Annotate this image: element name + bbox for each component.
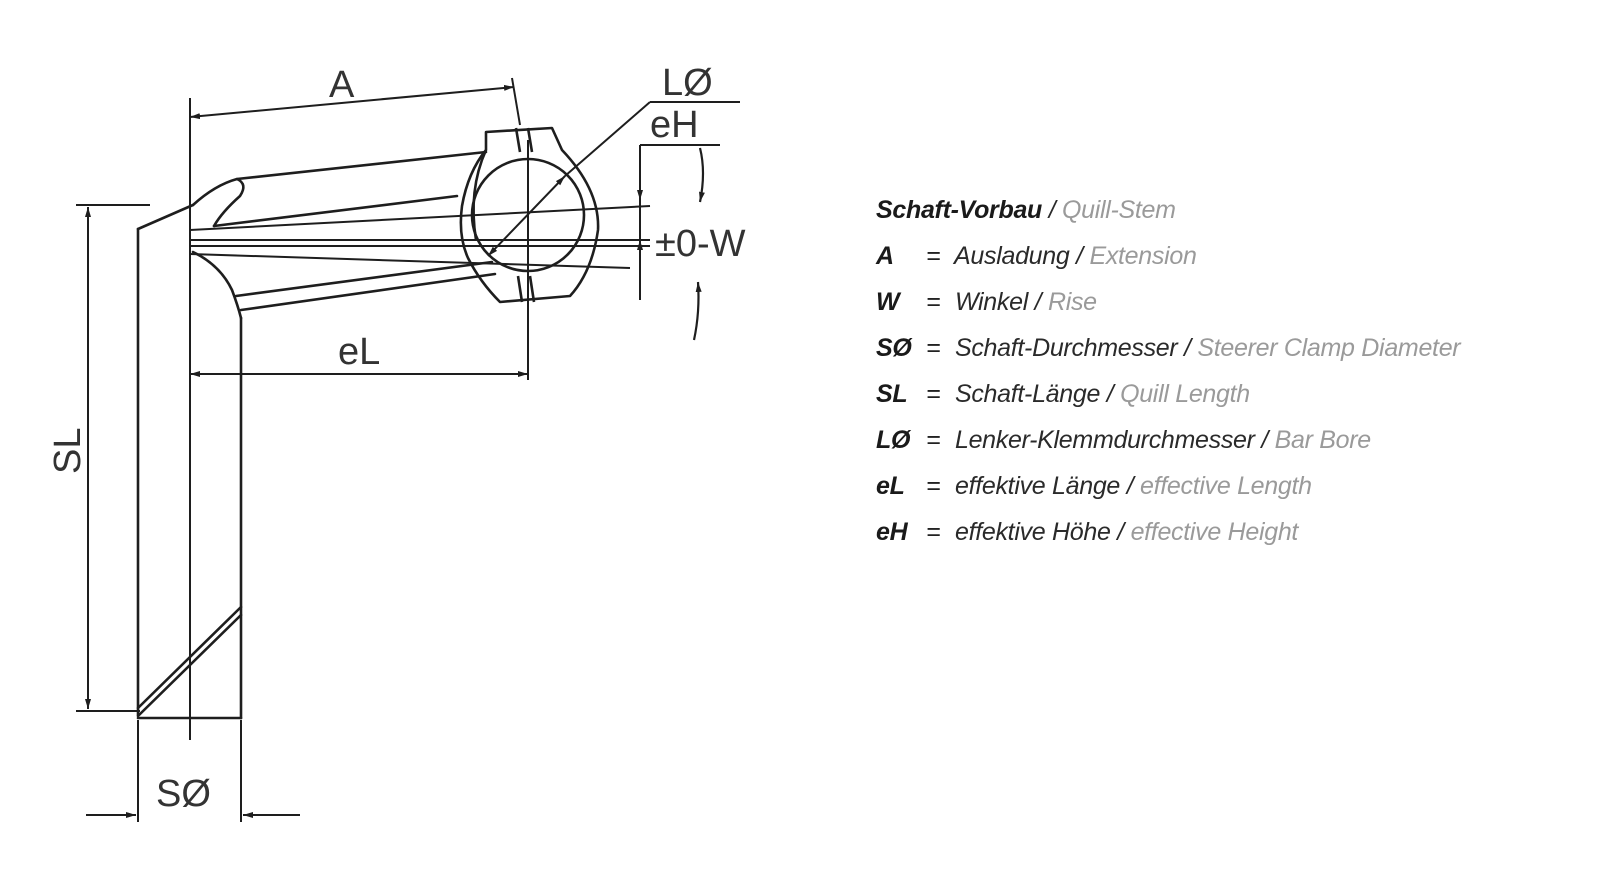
legend-key: LØ xyxy=(876,426,911,454)
legend-eq: = xyxy=(926,518,941,546)
label-rise: ±0-W xyxy=(655,223,746,265)
legend-row-A: A = Ausladung / Extension xyxy=(876,233,1596,279)
legend-key: A xyxy=(876,242,894,270)
legend-sep: / xyxy=(1184,334,1191,362)
legend-title-de: Schaft-Vorbau xyxy=(876,196,1043,224)
legend-row-steerer-diameter: SØ = Schaft-Durchmesser / Steerer Clamp D… xyxy=(876,325,1596,371)
label-steerer-diameter: SØ xyxy=(156,773,211,815)
legend-key: SL xyxy=(876,380,908,408)
legend-row-eL: eL = effektive Länge / effective Length xyxy=(876,463,1596,509)
legend-title-en: Quill-Stem xyxy=(1062,196,1176,224)
legend-de: effektive Länge xyxy=(954,472,1121,500)
bore-diameter-line xyxy=(487,175,566,257)
legend-sep: / xyxy=(1076,242,1083,270)
dimension-A xyxy=(189,77,521,160)
legend-row-eH: eH = effektive Höhe / effective Height xyxy=(876,509,1596,555)
legend-sep: / xyxy=(1126,472,1134,500)
dimension-bar-bore xyxy=(564,101,740,177)
legend-de: Lenker-Klemmdurchmesser xyxy=(954,426,1255,454)
legend-eq: = xyxy=(926,380,941,408)
legend-row-bar-bore: LØ = Lenker-Klemmdurchmesser / Bar Bore xyxy=(876,417,1596,463)
legend-de: effektive Höhe xyxy=(954,518,1111,546)
legend-de: Schaft-Länge xyxy=(954,380,1101,408)
legend-sep: / xyxy=(1261,426,1268,454)
legend-de: Ausladung xyxy=(954,242,1070,270)
legend-en: Bar Bore xyxy=(1274,426,1372,454)
quill-stem-technical-drawing: A LØ eH ±0-W eL SL SØ xyxy=(47,62,746,822)
neck-center-lines xyxy=(189,205,651,269)
label-bar-bore: LØ xyxy=(662,62,713,104)
legend-key: eH xyxy=(876,518,908,546)
legend-de: Winkel xyxy=(954,288,1028,316)
legend-de: Schaft-Durchmesser xyxy=(954,334,1178,362)
label-A: A xyxy=(329,64,355,106)
legend-eq: = xyxy=(926,472,941,500)
legend-title-sep: / xyxy=(1048,196,1056,224)
legend-eq: = xyxy=(926,426,941,454)
legend-eq: = xyxy=(926,288,941,316)
legend-key: W xyxy=(876,288,900,316)
legend-row-W: W = Winkel / Rise xyxy=(876,279,1596,325)
label-eH: eH xyxy=(650,104,699,146)
legend-sep: / xyxy=(1106,380,1114,408)
label-SL: SL xyxy=(47,428,89,474)
legend-en: Extension xyxy=(1089,242,1197,270)
legend-key: eL xyxy=(876,472,905,500)
dimension-SL xyxy=(76,204,150,712)
legend-en: Rise xyxy=(1047,288,1097,316)
legend-eq: = xyxy=(926,242,941,270)
dimension-rise-angle xyxy=(692,147,705,341)
legend-en: Steerer Clamp Diameter xyxy=(1197,334,1461,362)
legend-title: Schaft-Vorbau / Quill-Stem xyxy=(876,187,1596,233)
stem-neck xyxy=(191,150,497,320)
legend-sep: / xyxy=(1117,518,1124,546)
legend-eq: = xyxy=(926,334,941,362)
dimension-steerer-diameter xyxy=(86,720,300,822)
legend-key: SØ xyxy=(876,334,912,362)
legend: Schaft-Vorbau / Quill-Stem A = Ausladung … xyxy=(876,187,1596,555)
legend-en: effective Length xyxy=(1140,472,1312,500)
legend-en: Quill Length xyxy=(1120,380,1250,408)
legend-en: effective Height xyxy=(1130,518,1299,546)
legend-sep: / xyxy=(1034,288,1042,316)
dimension-eH xyxy=(637,144,720,300)
label-eL: eL xyxy=(338,331,380,373)
legend-row-SL: SL = Schaft-Länge / Quill Length xyxy=(876,371,1596,417)
